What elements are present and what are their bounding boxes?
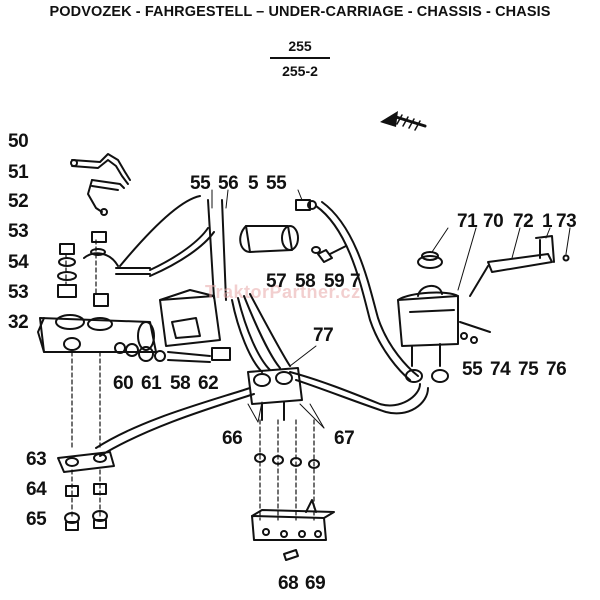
label-70: 70 [483, 211, 504, 232]
label-54: 54 [8, 252, 29, 273]
diagram-title: PODVOZEK - FAHRGESTELL – UNDER-CARRIAGE … [49, 4, 551, 20]
label-5: 5 [248, 173, 259, 194]
label-65: 65 [26, 509, 47, 530]
reservoir-bracket-72 [469, 235, 570, 297]
label-77: 77 [313, 325, 334, 346]
label-53-lower: 53 [8, 282, 29, 303]
label-50: 50 [8, 131, 29, 152]
label-32: 32 [8, 312, 29, 333]
brake-hoses [95, 195, 429, 457]
model-code-bottom: 255-2 [282, 62, 318, 79]
model-code-top: 255 [288, 38, 312, 54]
label-leaders [211, 189, 571, 429]
label-66: 66 [222, 428, 243, 449]
label-64: 64 [26, 479, 47, 500]
watermark-logo: TraktorPartner.cz [205, 282, 361, 302]
label-67: 67 [334, 428, 355, 449]
label-58-lower: 58 [170, 373, 191, 394]
label-58-upper: 58 [295, 271, 316, 292]
direction-arrow-icon [380, 111, 427, 131]
bracket-68-69 [251, 499, 335, 561]
fittings-63-65 [57, 451, 115, 531]
bleed-screws-66-67 [254, 453, 320, 469]
label-59: 59 [324, 271, 345, 292]
label-61: 61 [141, 373, 162, 394]
fluid-reservoir-70 [397, 251, 459, 383]
screws-74-76 [459, 321, 491, 344]
label-74: 74 [490, 359, 511, 380]
label-75: 75 [518, 359, 539, 380]
brake-pipe-50 [70, 153, 131, 216]
label-68: 68 [278, 573, 299, 594]
label-72: 72 [513, 211, 534, 232]
leader-lines [65, 239, 315, 521]
label-69: 69 [305, 573, 326, 594]
label-56: 56 [218, 173, 239, 194]
mounting-bracket [159, 289, 221, 347]
label-57: 57 [266, 271, 287, 292]
label-55-right: 55 [462, 359, 483, 380]
label-60: 60 [113, 373, 134, 394]
label-55-top-left: 55 [190, 173, 211, 194]
model-code: 255 255-2 [250, 38, 350, 79]
label-7: 7 [350, 271, 361, 292]
label-62: 62 [198, 373, 219, 394]
model-code-divider [270, 57, 330, 59]
master-cylinder-32 [37, 314, 231, 363]
parts-56-5-55 [239, 199, 347, 263]
distribution-block-77 [247, 367, 303, 421]
label-76: 76 [546, 359, 567, 380]
label-55-top-right: 55 [266, 173, 287, 194]
label-1: 1 [542, 211, 553, 232]
label-71: 71 [457, 211, 478, 232]
label-63: 63 [26, 449, 47, 470]
label-53-upper: 53 [8, 221, 29, 242]
label-52: 52 [8, 191, 29, 212]
fittings-52-54 [57, 231, 151, 307]
label-51: 51 [8, 162, 29, 183]
label-73: 73 [556, 211, 577, 232]
